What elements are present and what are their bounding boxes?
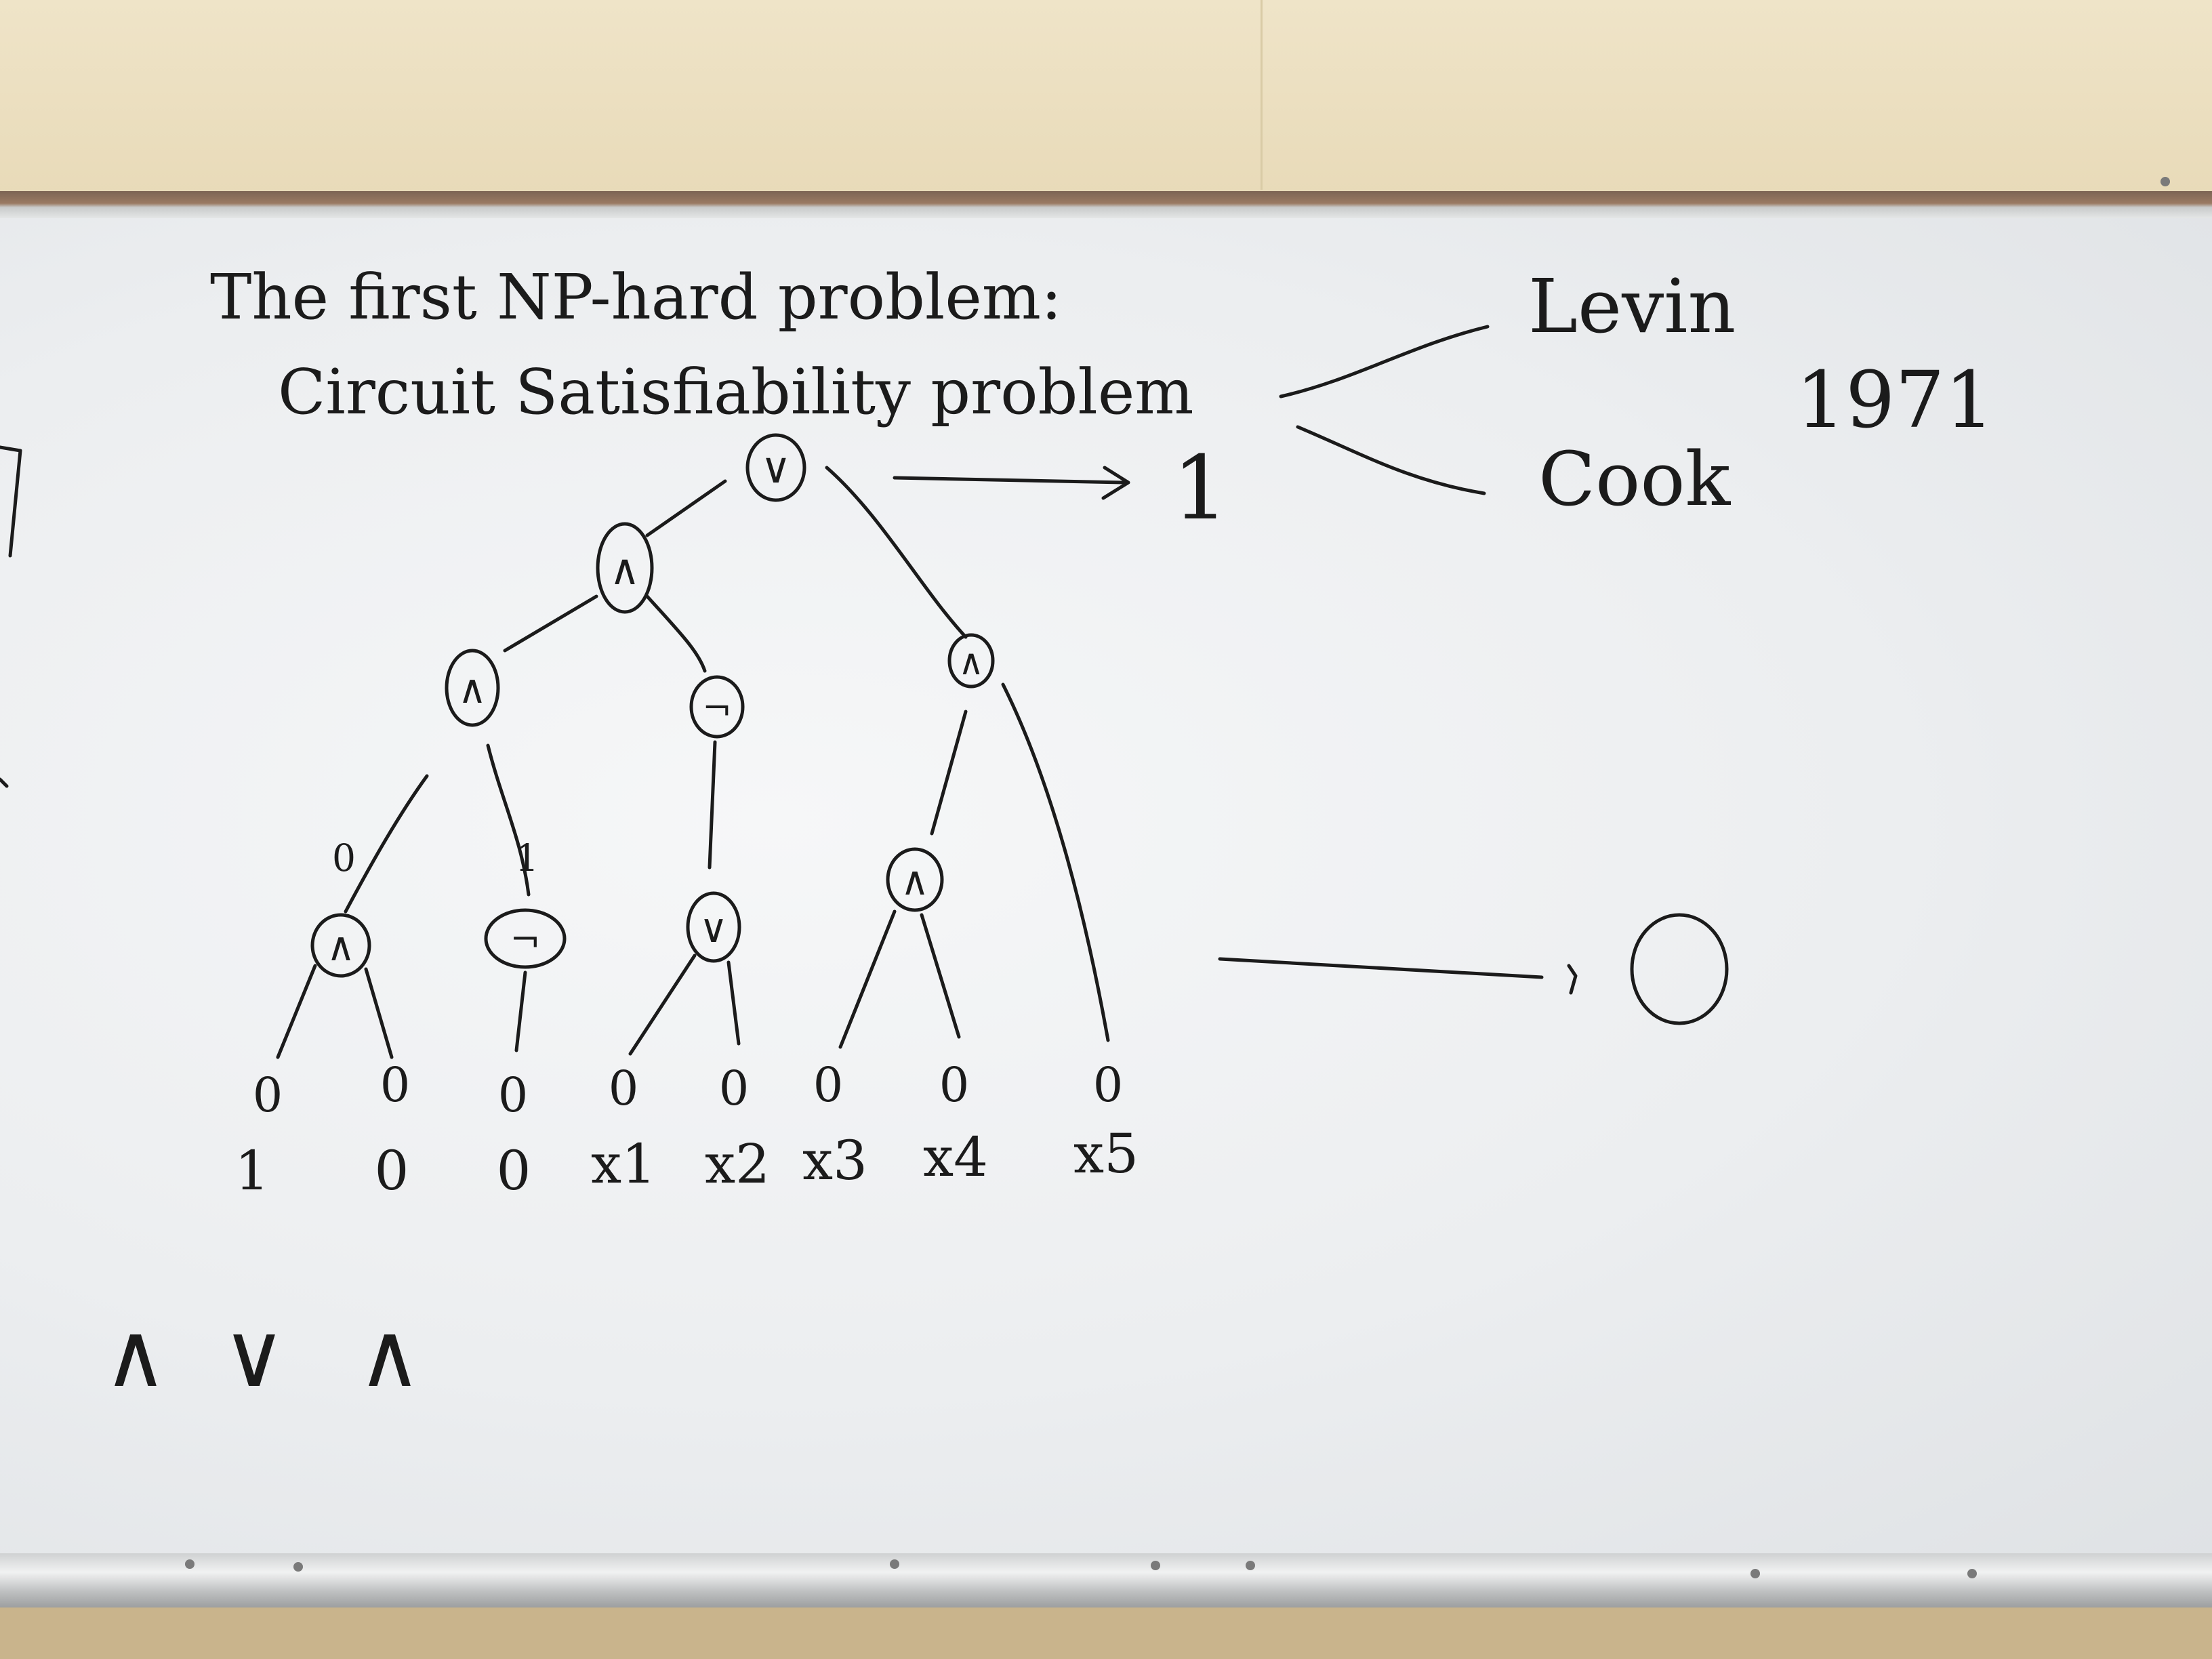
bracket-upper	[1279, 325, 1490, 398]
gate-not-2-symbol: ¬	[510, 918, 540, 961]
input-value-8: x5	[1073, 1122, 1139, 1185]
input-node-2: 0	[380, 1057, 411, 1113]
name-cook: Cook	[1538, 436, 1732, 523]
gate-and-5: ∧	[886, 847, 944, 912]
input-value-4: x1	[591, 1132, 656, 1195]
gate-and-3: ∧	[947, 633, 995, 689]
input-node-7: 0	[939, 1057, 970, 1113]
input-value-5: x2	[705, 1132, 770, 1195]
gate-and-5-symbol: ∧	[901, 858, 929, 904]
output-arrow-false	[1218, 957, 1578, 995]
operator-legend: ∧ ∨ ∧	[103, 1304, 422, 1407]
wall-seam	[1261, 0, 1263, 190]
gate-and-2: ∧	[445, 649, 500, 727]
wire-label-0: 0	[332, 836, 356, 880]
input-node-3: 0	[498, 1067, 529, 1123]
input-nodes: 0 0 0 0 0 0 0 0	[253, 1057, 1124, 1123]
gate-root-symbol: ∨	[760, 443, 791, 493]
input-value-3: 0	[497, 1139, 531, 1202]
input-node-4: 0	[609, 1061, 639, 1116]
year-text: 1971	[1796, 355, 1994, 446]
bracket-lower	[1296, 425, 1486, 495]
tray-screws	[185, 177, 2170, 1578]
output-value-false-ring	[1630, 913, 1729, 1025]
gate-root-or: ∨	[745, 433, 806, 502]
legend-symbol-or: ∨	[222, 1304, 286, 1407]
gate-and-4: ∧	[310, 913, 371, 978]
gate-and-2-symbol: ∧	[458, 666, 487, 712]
whiteboard-top-rail	[0, 191, 2212, 218]
input-node-5: 0	[719, 1061, 750, 1116]
input-values: 1 0 0 x1 x2 x3 x4 x5	[235, 1122, 1139, 1202]
gate-not-2: ¬	[484, 908, 567, 969]
input-node-6: 0	[813, 1057, 844, 1113]
input-node-8: 0	[1093, 1057, 1124, 1113]
output-arrow-true	[893, 466, 1130, 500]
input-node-1: 0	[253, 1067, 283, 1123]
output-value-true: 1	[1172, 436, 1229, 539]
subtitle-text: Circuit Satisfiability problem	[278, 356, 1194, 428]
gate-and-1-symbol: ∧	[609, 545, 640, 594]
input-value-7: x4	[923, 1126, 988, 1189]
wire-label-1: 1	[515, 836, 539, 880]
gate-and-1: ∧	[596, 522, 654, 614]
wall-bottom	[0, 1607, 2212, 1659]
gate-not-1-symbol: ¬	[702, 689, 732, 729]
title-text: The first NP-hard problem:	[210, 261, 1062, 333]
gate-and-3-symbol: ∧	[958, 642, 984, 683]
gate-and-4-symbol: ∧	[327, 924, 355, 970]
legend-symbol-and: ∧	[103, 1304, 167, 1407]
gate-not-1: ¬	[689, 675, 745, 739]
gate-or-2-symbol: ∨	[699, 905, 728, 951]
whiteboard-marker-tray	[0, 1553, 2212, 1607]
input-value-2: 0	[375, 1139, 409, 1202]
wall	[0, 0, 2212, 203]
left-edge-marks	[0, 445, 22, 788]
legend-symbol-and-2: ∧	[357, 1304, 422, 1407]
circuit-wires	[276, 466, 1110, 1059]
input-value-6: x3	[802, 1129, 867, 1192]
name-levin: Levin	[1528, 263, 1736, 350]
whiteboard	[0, 218, 2212, 1553]
input-value-1: 1	[235, 1139, 270, 1202]
gate-or-2: ∨	[686, 891, 741, 963]
